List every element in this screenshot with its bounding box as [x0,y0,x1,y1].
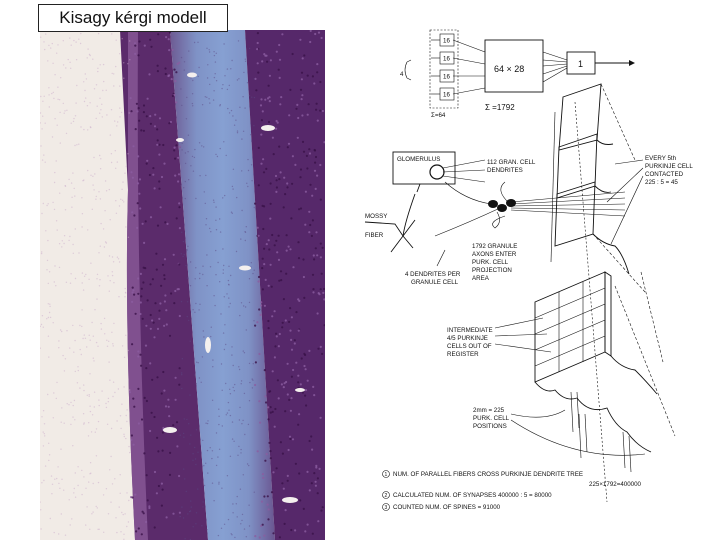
intermediate-label-2: 4/5 PURKINJE [447,335,488,342]
multiplier-label: 4 [400,71,404,78]
every-purkinje-label-4: 225 : 5 = 45 [645,179,678,186]
footnote-3-num: 3 [385,505,388,511]
footnote-2-text: CALCULATED NUM. OF SYNAPSES 400000 : 5 =… [393,492,552,499]
output-label: 1 [578,59,583,69]
dendrites-per-granule-label-1: 4 DENDRITES PER [405,271,461,278]
granule-axons-label-3: PURK. CELL [472,259,509,266]
intermediate-label-3: CELLS OUT OF [447,343,492,350]
input-box-label: 16 [443,38,450,45]
parallel-fibers [511,192,625,216]
granule-axons-label-5: AREA [472,275,490,282]
every-purkinje-label-2: PURKINJE CELL [645,163,693,170]
input-module: 16 16 16 16 4 Σ=64 [400,30,485,119]
cerebellar-model-schematic: 16 16 16 16 4 Σ=64 64 × 28 Σ =1792 1 GLOMER… [345,22,720,540]
positions-label-1: 2mm = 225 [473,407,505,414]
granule-dendrites-label-2: DENDRITES [487,167,523,174]
matrix-module: 64 × 28 Σ =1792 [485,40,567,112]
intermediate-label-1: INTERMEDIATE [447,327,493,334]
footnote-1-num: 1 [385,472,388,478]
footnote-1-text: NUM. OF PARALLEL FIBERS CROSS PURKINJE D… [393,471,583,478]
granule-axons-label-4: PROJECTION [472,267,512,274]
footnote-3-text: COUNTED NUM. OF SPINES = 91000 [393,504,501,511]
input-sum-label: Σ=64 [431,112,446,119]
mossy-fiber-label-1: MOSSY [365,213,387,220]
purkinje-block-lower [535,272,675,472]
granule-dendrites-label-1: 112 GRAN. CELL [487,159,536,166]
every-purkinje-label-3: CONTACTED [645,171,684,178]
glomerulus-label: GLOMERULUS [397,156,440,163]
matrix-sum-label: Σ =1792 [485,103,515,112]
footnote-1-value: 225×1792=400000 [589,481,642,488]
output-module: 1 [567,52,635,74]
purkinje-planes-upper [551,84,645,502]
glomerulus-section: GLOMERULUS 112 GRAN. CELL DENDRITES MOSS… [365,152,536,286]
granule-cells [435,182,516,236]
cerebellar-cortex-micrograph [40,30,325,540]
intermediate-label-4: REGISTER [447,351,479,358]
every-purkinje-label-1: EVERY 5th [645,155,677,162]
positions-label-2: PURK. CELL [473,415,510,422]
matrix-label: 64 × 28 [494,64,524,74]
granule-axons-label-1: 1792 GRANULE [472,243,517,250]
mossy-fiber-label-2: FIBER [365,232,384,239]
input-box-label: 16 [443,74,450,81]
dendrites-per-granule-label-2: GRANULE CELL [411,279,459,286]
granule-axons-label-2: AXONS ENTER [472,251,517,258]
slide-title: Kisagy kérgi modell [38,4,228,32]
footnote-2-num: 2 [385,493,388,499]
input-box-label: 16 [443,56,450,63]
positions-label-3: POSITIONS [473,423,507,430]
footnotes: 1 NUM. OF PARALLEL FIBERS CROSS PURKINJE… [383,471,642,512]
input-box-label: 16 [443,92,450,99]
